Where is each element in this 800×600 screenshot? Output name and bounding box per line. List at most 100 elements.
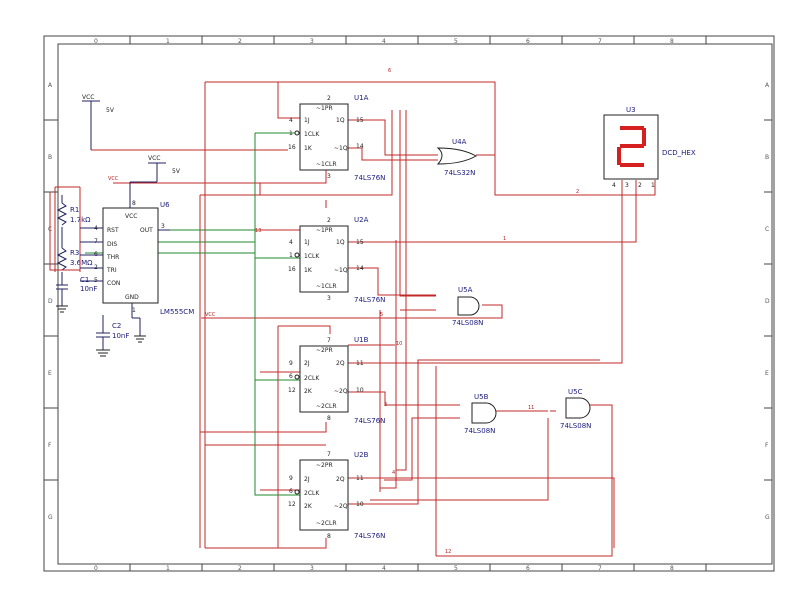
u6-pin-out-num: 3	[161, 223, 165, 230]
r3-value: 3.6MΩ	[70, 259, 93, 267]
display-u3-dcd-hex[interactable]: U3 DCD_HEX 4 3 2 1	[603, 106, 696, 189]
col-label-bottom-1: 1	[166, 565, 170, 572]
u1a-pin-nq: ~1Q	[334, 145, 348, 152]
u2b-num-k: 12	[288, 501, 296, 508]
resistor-r3[interactable]: R3 3.6MΩ	[56, 247, 93, 271]
u1b-pin-pr: ~2PR	[316, 347, 333, 354]
column-labels-bottom: 0 1 2 3 4 5 6 7 8	[94, 564, 707, 572]
u1b-pin-clr: ~2CLR	[316, 403, 337, 410]
ic-u6-lm555[interactable]: U6 LM555CM VCC 8 RST DIS THR TRI CON 4 7…	[80, 181, 194, 316]
gate-u5a-and[interactable]: U5A 74LS08N	[452, 286, 483, 327]
row-label-d: D	[48, 298, 53, 305]
row-label-right-d: D	[765, 298, 770, 305]
col-label-bottom-4: 4	[382, 565, 386, 572]
ic-u1b-flipflop[interactable]: U1B 74LS76N ~2PR 2J 2CLK 2K ~2CLR 2Q ~2Q…	[288, 336, 385, 425]
u2a-num-q: 15	[356, 239, 364, 246]
u1b-body	[299, 345, 349, 413]
u2a-num-nq: 14	[356, 265, 364, 272]
u2a-num-k: 16	[288, 266, 296, 273]
seg-d	[620, 163, 644, 167]
u2b-num-pr: 7	[327, 451, 331, 458]
row-label-right-e: E	[765, 370, 769, 377]
u3-pin-3: 3	[625, 182, 629, 189]
u1b-part: 74LS76N	[354, 417, 385, 425]
capacitor-c2[interactable]: C2 10nF	[96, 315, 129, 357]
u2a-num-clk: 1	[289, 252, 293, 259]
gate-u5b-and[interactable]: U5B 74LS08N	[464, 393, 497, 435]
drawing-frame	[43, 35, 775, 572]
gate-u4a-or[interactable]: U4A 74LS32N	[436, 138, 478, 177]
col-label-bottom-3: 3	[310, 565, 314, 572]
net-labels: 6 2 1 13 5 10 4 11 12 3 VCC VCC	[108, 68, 579, 555]
u2b-pin-clk: 2CLK	[304, 490, 320, 497]
seg-g	[620, 144, 644, 148]
ground-555	[131, 303, 146, 343]
ic-u1a-flipflop[interactable]: U1A 74LS76N ~1PR 1J 1CLK 1K ~1CLR 1Q ~1Q…	[288, 94, 385, 182]
c2-ref: C2	[112, 322, 121, 330]
col-label-7: 7	[598, 38, 602, 45]
u2a-pin-pr: ~1PR	[316, 227, 333, 234]
u1a-num-nq: 14	[356, 143, 364, 150]
c1-ref: C1	[80, 276, 89, 284]
u2b-pin-nq: ~2Q	[334, 503, 348, 510]
u2b-num-q: 11	[356, 475, 364, 482]
col-label-bottom-8: 8	[670, 565, 674, 572]
u1a-pin-clk: 1CLK	[304, 131, 320, 138]
u5c-part: 74LS08N	[560, 422, 591, 430]
row-label-right-c: C	[765, 226, 769, 233]
u6-body	[102, 207, 159, 304]
u1b-num-j: 9	[289, 360, 293, 367]
u2b-ref: U2B	[354, 451, 369, 459]
net-label-13: 13	[255, 228, 261, 234]
u3-ref: U3	[626, 106, 636, 114]
net-label-4: 4	[392, 470, 395, 476]
net-label-vcc: VCC	[108, 176, 119, 182]
ic-u2b-flipflop[interactable]: U2B 74LS76N ~2PR 2J 2CLK 2K ~2CLR 2Q ~2Q…	[288, 451, 385, 540]
wire-network	[91, 81, 656, 557]
u6-ref: U6	[160, 201, 170, 209]
u1a-num-j: 4	[289, 117, 293, 124]
net-label-3: 3	[384, 402, 387, 408]
u2a-num-clr: 3	[327, 295, 331, 302]
seg-a	[620, 126, 644, 130]
vcc-mid[interactable]: VCC 5V	[148, 155, 181, 182]
vcc-top[interactable]: VCC 5V	[82, 94, 115, 150]
u1b-num-clr: 8	[327, 415, 331, 422]
col-label-bottom-6: 6	[526, 565, 530, 572]
gate-u5c-and[interactable]: U5C 74LS08N	[560, 388, 591, 430]
u5c-ref: U5C	[568, 388, 583, 396]
net-label-10: 10	[396, 341, 402, 347]
u1b-num-pr: 7	[327, 337, 331, 344]
u2b-part: 74LS76N	[354, 532, 385, 540]
u6-pin-tri: TRI	[106, 267, 117, 274]
u6-pin-gnd-num: 1	[132, 307, 136, 314]
col-label-5: 5	[454, 38, 458, 45]
u1a-ref: U1A	[354, 94, 369, 102]
ic-u2a-flipflop[interactable]: U2A 74LS76N ~1PR 1J 1CLK 1K ~1CLR 1Q ~1Q…	[288, 216, 385, 304]
u2b-num-clr: 8	[327, 533, 331, 540]
net-label-11: 11	[528, 405, 534, 411]
u2b-pin-pr: ~2PR	[316, 462, 333, 469]
u6-part: LM555CM	[160, 308, 194, 316]
capacitor-c1[interactable]: C1 10nF	[56, 275, 97, 306]
u2b-body	[299, 459, 349, 531]
u4a-part: 74LS32N	[444, 169, 475, 177]
row-label-right-g: G	[765, 514, 770, 521]
col-label-bottom-7: 7	[598, 565, 602, 572]
u3-pin-1: 1	[651, 182, 655, 189]
u1a-body	[299, 103, 349, 171]
u6-pin-vcc: VCC	[125, 213, 137, 220]
u2b-num-clk: 6	[289, 488, 293, 495]
ground-c1	[56, 305, 68, 313]
seg-b	[642, 128, 646, 146]
u2a-pin-j: 1J	[304, 239, 310, 246]
resistor-r1[interactable]: R1 1.7kΩ	[56, 202, 91, 226]
row-label-g: G	[48, 514, 53, 521]
row-label-b: B	[48, 154, 52, 161]
net-label-2: 2	[576, 189, 579, 195]
frame-outer-border	[43, 35, 775, 572]
u1b-pin-j: 2J	[304, 360, 310, 367]
u4a-ref: U4A	[452, 138, 467, 146]
u2a-pin-q: 1Q	[336, 239, 345, 246]
col-label-8: 8	[670, 38, 674, 45]
